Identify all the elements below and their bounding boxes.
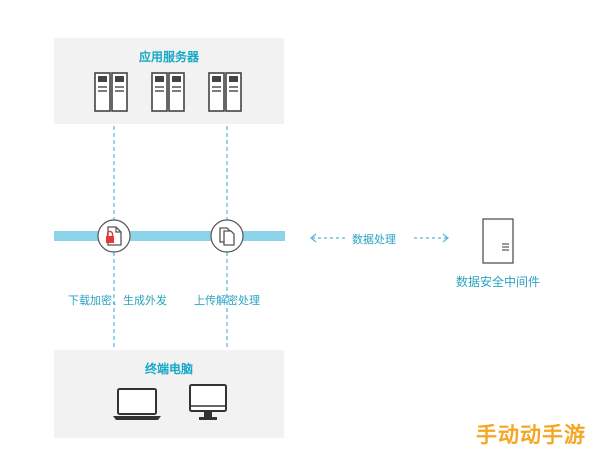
laptop-icon [113,388,161,420]
site-watermark: 手动动手游 [476,423,586,447]
middleware-server-icon [482,218,514,264]
locked-document-icon [97,219,131,253]
terminal-panel: 终端电脑 [54,350,284,438]
flow-arrow [310,233,449,243]
app-server-title: 应用服务器 [138,50,199,64]
upload-decrypt-label: 上传解密处理 [194,294,260,307]
server-icon [94,72,128,112]
server-icon [151,72,185,112]
decrypt-node [210,219,244,253]
data-band [54,231,285,241]
middleware-label: 数据安全中间件 [456,275,541,289]
desktop-monitor-icon [189,384,227,420]
encrypt-node [97,219,131,253]
server-icon [208,72,242,112]
data-processing-label: 数据处理 [352,233,396,246]
app-server-panel: 应用服务器 [54,38,284,124]
documents-icon [210,219,244,253]
download-encrypt-label: 下载加密、生成外发 [68,294,167,307]
terminal-title: 终端电脑 [144,362,193,376]
